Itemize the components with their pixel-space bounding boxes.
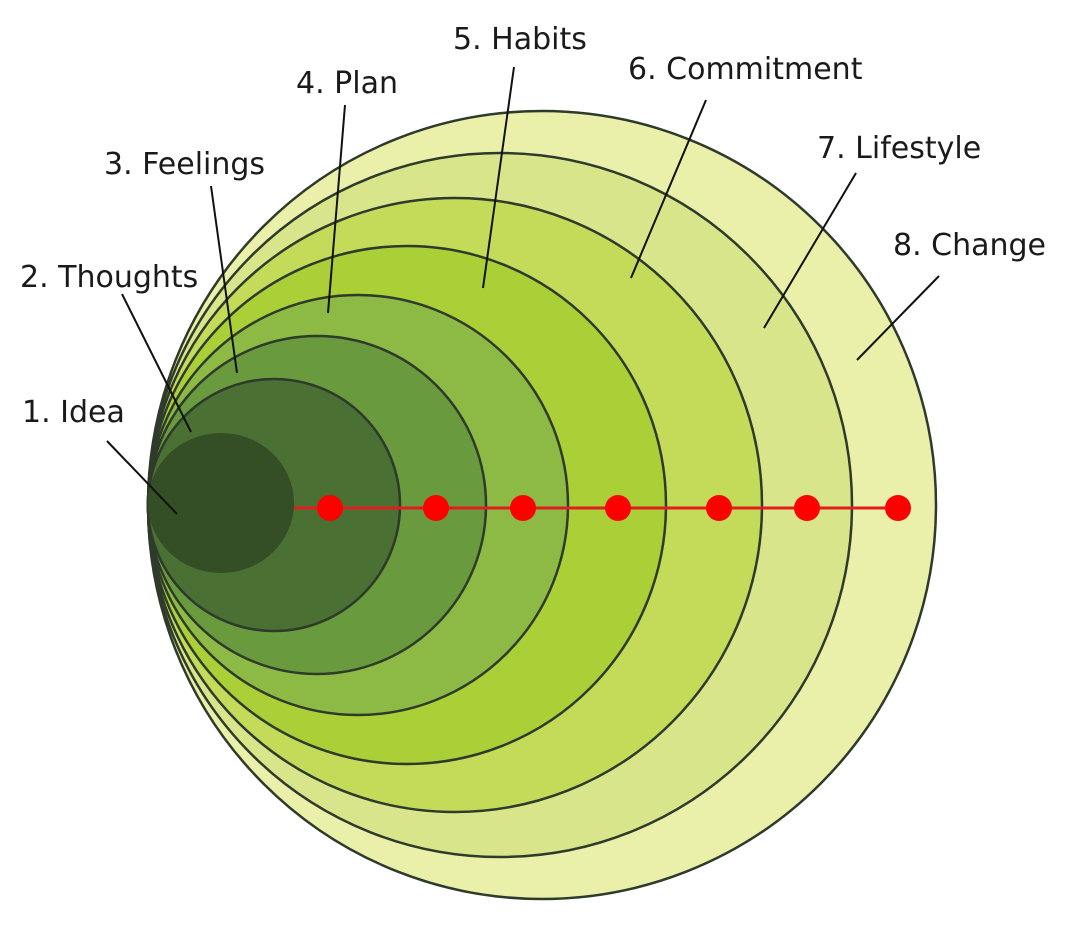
progress-dot-plan (510, 495, 536, 521)
label-idea: 1. Idea (22, 395, 125, 430)
progress-dot-feelings (423, 495, 449, 521)
progress-dot-commitment (706, 495, 732, 521)
leader-line-commitment (630, 99, 707, 279)
stage-rings (146, 109, 938, 901)
label-plan: 4. Plan (296, 66, 398, 101)
label-lifestyle: 7. Lifestyle (817, 131, 981, 166)
stage-labels: 1. Idea 2. Thoughts 3. Feelings 4. Plan … (20, 22, 1046, 430)
progress-dot-change (885, 495, 911, 521)
core-idea (148, 433, 294, 573)
label-change: 8. Change (893, 228, 1046, 263)
progress-dot-lifestyle (794, 495, 820, 521)
progress-track (294, 495, 911, 521)
label-feelings: 3. Feelings (104, 147, 265, 182)
label-thoughts: 2. Thoughts (20, 260, 198, 295)
label-habits: 5. Habits (453, 22, 587, 57)
leader-line-thoughts (121, 293, 192, 433)
label-commitment: 6. Commitment (628, 52, 863, 87)
leader-line-change (856, 275, 940, 361)
leader-line-feelings (210, 185, 238, 374)
progress-dot-thoughts (317, 495, 343, 521)
progress-dot-habits (605, 495, 631, 521)
leader-line-habits (482, 66, 515, 289)
leader-line-plan (327, 104, 346, 314)
leader-line-idea (106, 440, 178, 515)
leader-lines (106, 66, 940, 515)
leader-line-lifestyle (763, 172, 857, 329)
